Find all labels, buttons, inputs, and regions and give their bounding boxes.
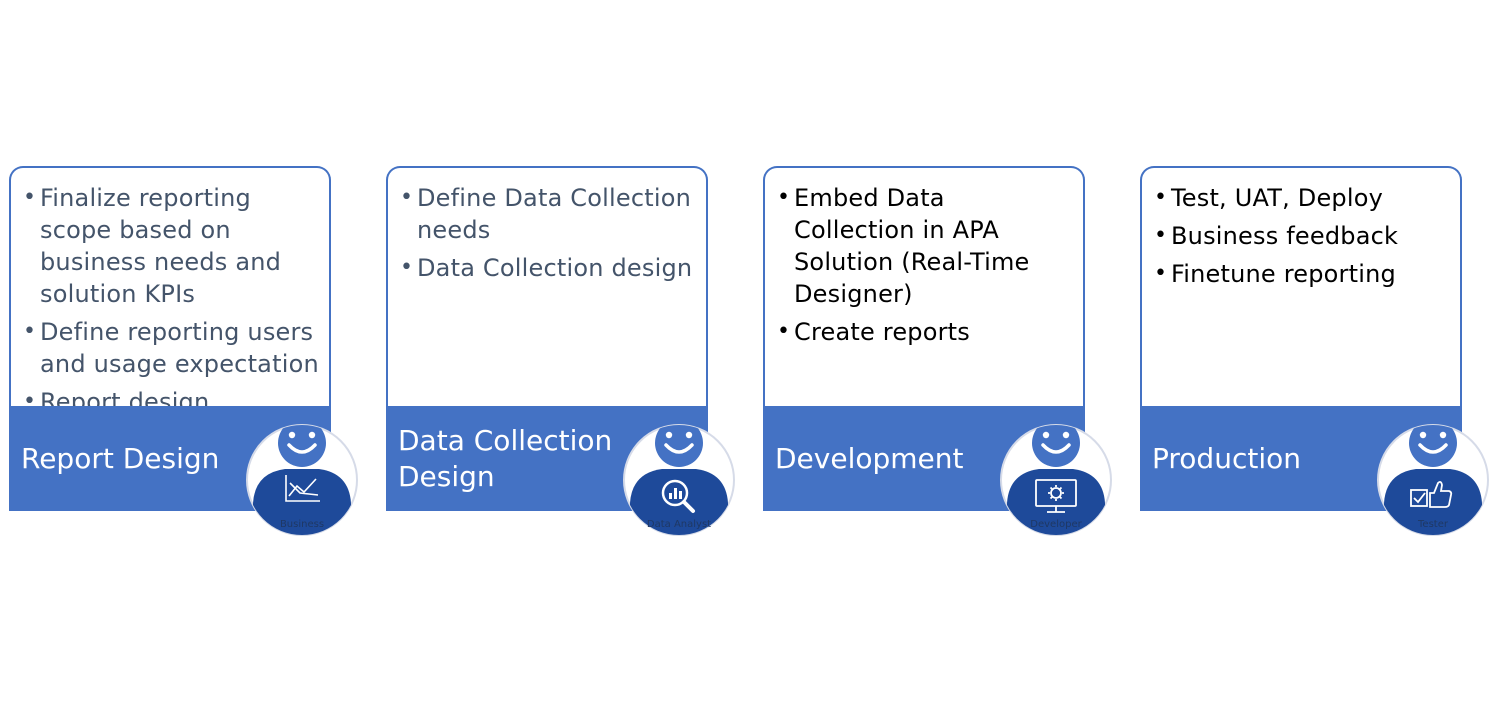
- stage-card-development: Embed Data Collection in APA Solution (R…: [763, 166, 1112, 536]
- stage-title: Development: [775, 441, 964, 475]
- stage-card-body: Embed Data Collection in APA Solution (R…: [763, 166, 1085, 408]
- thumbs-up-icon: [1410, 480, 1453, 508]
- bullet-item: Embed Data Collection in APA Solution (R…: [777, 182, 1073, 310]
- smiley-person-icon: [623, 424, 735, 536]
- persona-avatar: Developer: [999, 423, 1113, 537]
- line-chart-icon: [285, 475, 320, 502]
- stage-card-footer: Report Design: [9, 406, 331, 511]
- stage-card-body: Test, UAT, Deploy Business feedback Fine…: [1140, 166, 1462, 408]
- bullet-item: Finetune reporting: [1154, 258, 1450, 290]
- bullet-list: Finalize reporting scope based on busine…: [23, 182, 319, 418]
- bullet-item: Test, UAT, Deploy: [1154, 182, 1450, 214]
- role-label: Business: [279, 519, 325, 530]
- bullet-item: Create reports: [777, 316, 1073, 348]
- stage-card-production: Test, UAT, Deploy Business feedback Fine…: [1140, 166, 1489, 536]
- bullet-list: Define Data Collection needs Data Collec…: [400, 182, 696, 284]
- monitor-gear-icon: [1035, 479, 1077, 513]
- role-label: Developer: [1030, 519, 1082, 530]
- stage-title: Data Collection Design: [398, 423, 613, 493]
- bullet-item: Data Collection design: [400, 252, 696, 284]
- stage-card-data-collection-design: Define Data Collection needs Data Collec…: [386, 166, 735, 536]
- persona-avatar: Tester: [1376, 423, 1490, 537]
- bullet-item: Define reporting users and usage expecta…: [23, 316, 319, 380]
- smiley-person-icon: [246, 424, 358, 536]
- bullet-list: Test, UAT, Deploy Business feedback Fine…: [1154, 182, 1450, 290]
- bullet-list: Embed Data Collection in APA Solution (R…: [777, 182, 1073, 348]
- bullet-item: Define Data Collection needs: [400, 182, 696, 246]
- stage-card-body: Finalize reporting scope based on busine…: [9, 166, 331, 418]
- bullet-item: Finalize reporting scope based on busine…: [23, 182, 319, 310]
- bullet-item: Business feedback: [1154, 220, 1450, 252]
- stage-title: Report Design: [21, 441, 220, 475]
- persona-avatar: Business: [245, 423, 359, 537]
- stage-title: Production: [1152, 441, 1301, 475]
- role-label: Data Analyst: [646, 519, 712, 530]
- smiley-person-icon: [1377, 424, 1489, 536]
- magnifier-chart-icon: [661, 479, 695, 513]
- stage-card-report-design: Finalize reporting scope based on busine…: [9, 166, 358, 536]
- persona-avatar: Data Analyst: [622, 423, 736, 537]
- smiley-person-icon: [1000, 424, 1112, 536]
- stage-card-body: Define Data Collection needs Data Collec…: [386, 166, 708, 408]
- role-label: Tester: [1418, 519, 1448, 530]
